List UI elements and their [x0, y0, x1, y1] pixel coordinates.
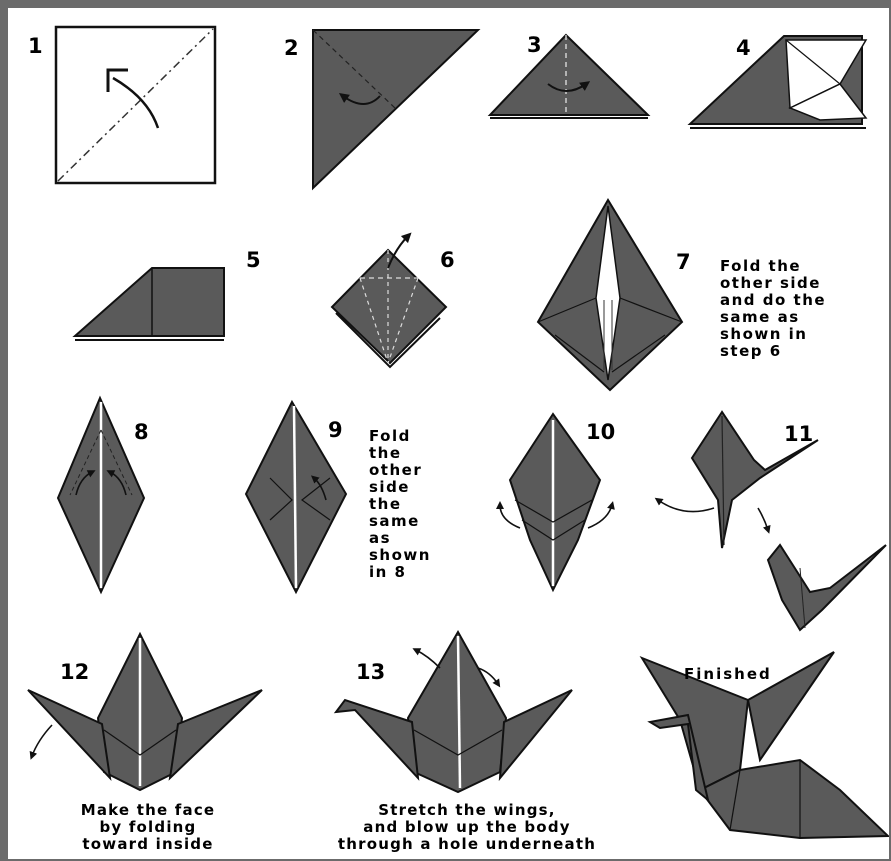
- step-number-8: 8: [134, 422, 149, 443]
- step-5-diagram: [75, 268, 224, 340]
- step-7-diagram: [538, 200, 682, 390]
- step-3-diagram: [490, 35, 648, 118]
- step-number-12: 12: [60, 662, 89, 683]
- finished-label: Finished: [684, 666, 814, 683]
- step-12-caption: Make the face by folding toward inside: [48, 802, 248, 853]
- step-number-11: 11: [784, 424, 813, 445]
- step-1-diagram: [56, 27, 215, 183]
- step-6-diagram: [332, 236, 446, 367]
- step-13-diagram: [336, 632, 572, 792]
- step-number-5: 5: [246, 250, 261, 271]
- step-7-note: Fold the other side and do the same as s…: [720, 258, 826, 360]
- step-number-13: 13: [356, 662, 385, 683]
- step-4-diagram: [690, 36, 866, 128]
- step-11-diagram: [658, 412, 886, 630]
- step-2-diagram: [313, 30, 478, 188]
- step-number-9: 9: [328, 420, 343, 441]
- step-9-note: Fold the other side the same as shown in…: [369, 428, 431, 581]
- step-13-caption: Stretch the wings, and blow up the body …: [304, 802, 630, 853]
- step-number-6: 6: [440, 250, 455, 271]
- step-number-10: 10: [586, 422, 615, 443]
- step-12-diagram: [28, 634, 262, 790]
- step-8-diagram: [58, 398, 144, 592]
- step-number-2: 2: [284, 38, 299, 59]
- step-number-7: 7: [676, 252, 691, 273]
- step-number-3: 3: [527, 35, 542, 56]
- step-number-1: 1: [28, 36, 43, 57]
- step-number-4: 4: [736, 38, 751, 59]
